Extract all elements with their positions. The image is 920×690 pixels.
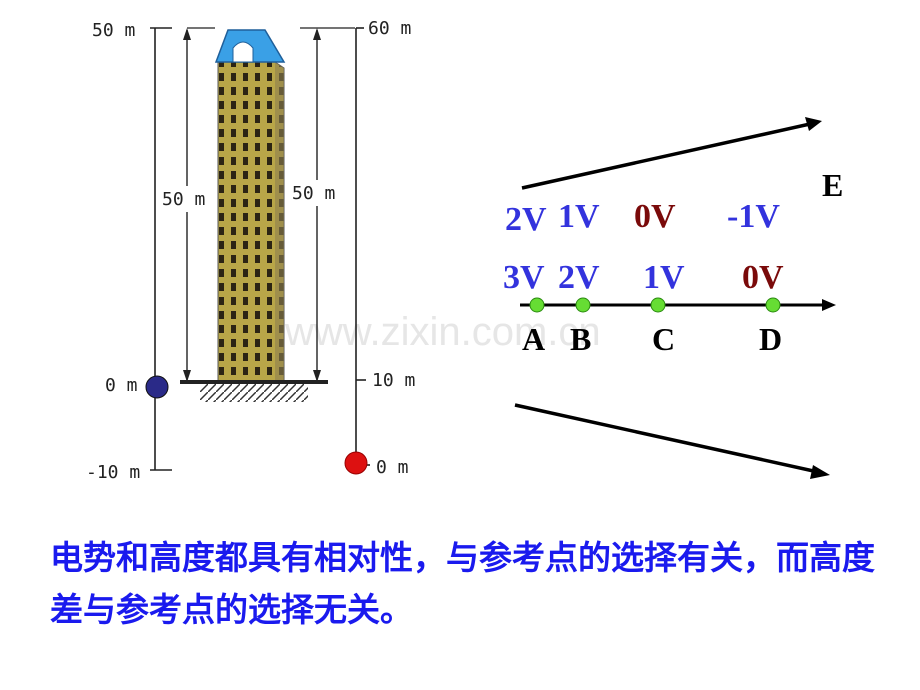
left-dimension-line: 50 m (160, 27, 215, 382)
row2-potential-a: 3V (503, 259, 545, 296)
right-height-scale: 60 m 10 m 0 m (344, 18, 415, 478)
left-height-scale: 50 m 0 m -10 m (86, 20, 172, 483)
row2-potential-b: 2V (558, 259, 600, 296)
right-reference-ball (344, 451, 368, 475)
right-dimension-line: 50 m (290, 27, 355, 382)
left-scale-top-label: 50 m (92, 20, 135, 41)
field-lines (514, 117, 836, 479)
left-scale-ground-label: 0 m (105, 375, 138, 396)
point-c-marker (650, 297, 666, 313)
row1-potential-c: 0V (634, 198, 676, 235)
point-b-label: B (570, 321, 591, 357)
caption-text: 电势和高度都具有相对性，与参考点的选择有关，而高度差与参考点的选择无关。 (50, 538, 875, 629)
left-dimension-label: 50 m (162, 189, 205, 210)
building (180, 29, 328, 402)
field-label-e: E (822, 167, 843, 203)
point-d-marker (765, 297, 781, 313)
row1-potential-d: -1V (727, 198, 780, 235)
row1-potential-b: 1V (558, 198, 600, 235)
point-c-label: C (652, 321, 675, 357)
point-a-marker (529, 297, 545, 313)
right-dimension-label: 50 m (292, 183, 335, 204)
watermark: www.zixin.com.cn (284, 310, 601, 354)
right-scale-bottom-label: 0 m (376, 457, 409, 478)
row2-potential-d: 0V (742, 259, 784, 296)
row2-potential-c: 1V (643, 259, 685, 296)
right-scale-top-label: 60 m (368, 18, 411, 39)
left-scale-bottom-label: -10 m (86, 462, 140, 483)
row1-potential-a: 2V (505, 201, 547, 238)
point-b-marker (575, 297, 591, 313)
right-scale-ground-label: 10 m (372, 370, 415, 391)
point-d-label: D (759, 321, 782, 357)
point-a-label: A (522, 321, 545, 357)
left-reference-ball (145, 375, 169, 399)
